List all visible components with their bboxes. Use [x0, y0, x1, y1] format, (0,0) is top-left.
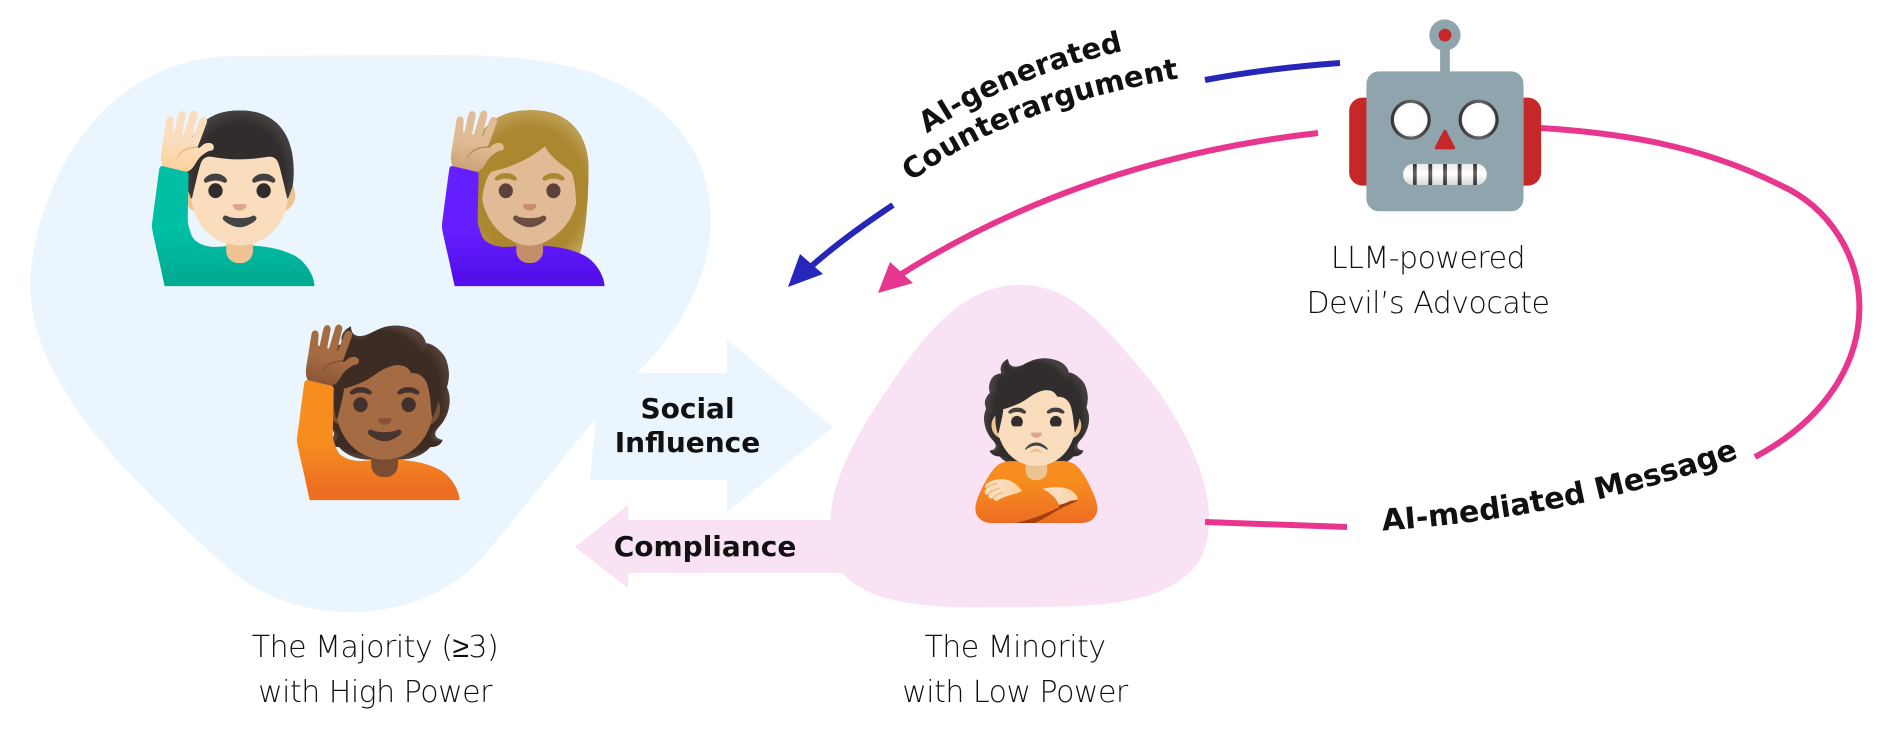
compliance-arrow — [575, 505, 880, 588]
counterargument-line-upper — [1204, 60, 1341, 83]
counterargument-line-lower — [802, 202, 895, 275]
message-line-to-minority — [893, 130, 1319, 281]
minority-label-line1: The Minority — [924, 630, 1106, 665]
social-influence-arrow — [590, 340, 833, 512]
message-loop-line — [1540, 125, 1863, 460]
compliance-text: Compliance — [613, 530, 797, 563]
message-line-from-minority — [1204, 519, 1348, 530]
person-raising-hand-icon: 🙋🏾 — [285, 318, 485, 505]
counterargument-arrowhead — [788, 254, 823, 287]
woman-raising-hand-icon: 🙋🏼‍♀️ — [430, 104, 630, 291]
minority-group-blob — [829, 285, 1210, 608]
social-influence-line2: Influence — [614, 426, 761, 459]
social-influence-line1: Social — [640, 392, 735, 425]
devils-advocate-label-line2: Devil’s Advocate — [1306, 286, 1550, 321]
message-arrowhead — [878, 262, 913, 293]
majority-label-line1: The Majority (≥3) — [251, 630, 499, 665]
message-label: AI-mediated Message — [1380, 432, 1741, 538]
social-influence-label: Social Influence — [600, 392, 775, 460]
minority-label-line2: with Low Power — [902, 675, 1128, 710]
man-raising-hand-icon: 🙋🏻‍♂️ — [140, 104, 340, 291]
majority-label: The Majority (≥3) with High Power — [225, 625, 525, 715]
person-pouting-icon: 🙎🏻 — [943, 354, 1130, 528]
majority-label-line2: with High Power — [258, 675, 492, 710]
devils-advocate-label: LLM-powered Devil’s Advocate — [1278, 236, 1578, 326]
compliance-label: Compliance — [605, 530, 805, 564]
majority-group-blob — [30, 55, 711, 613]
devils-advocate-label-line1: LLM-powered — [1330, 241, 1526, 276]
minority-label: The Minority with Low Power — [865, 625, 1165, 715]
robot-icon: 🤖 — [1336, 14, 1554, 217]
